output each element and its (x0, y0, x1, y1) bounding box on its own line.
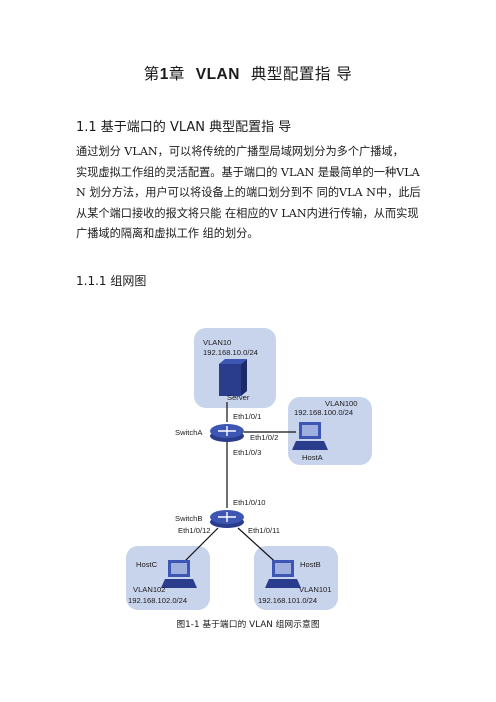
hostb-name-label: HostB (300, 560, 321, 569)
hostc-name-label: HostC (136, 560, 158, 569)
hosta-icon (292, 422, 328, 450)
switcha-port-2: Eth1/0/2 (250, 433, 278, 442)
vlan101-zone (254, 546, 338, 610)
switcha-port-1: Eth1/0/1 (233, 412, 261, 421)
chapter-rest: 典型配置指 导 (250, 65, 353, 83)
switchb-port-12: Eth1/0/12 (178, 526, 211, 535)
switchb-icon (210, 510, 244, 528)
paragraph-line: N 划分方法，用户可以将设备上的端口划分到不 同的VLA N中，此后 (76, 186, 421, 200)
figure-caption: 图1-1 基于端口的 VLAN 组网示意图 (176, 620, 320, 630)
server-name-label: Server (227, 393, 250, 402)
chapter-number: 1 (159, 66, 169, 83)
link-switchb-hostb (237, 527, 283, 569)
hostc-vlan-label: VLAN102 (133, 585, 166, 594)
chapter-title: 第1章 VLAN 典型配置指 导 (0, 62, 496, 84)
hostc-subnet-label: 192.168.102.0/24 (128, 596, 187, 605)
switchb-port-10: Eth1/0/10 (233, 498, 266, 507)
intro-paragraph: 通过划分 VLAN，可以将传统的广播型局域网划分为多个广播域， 实现虚拟工作组的… (76, 142, 428, 245)
switcha-icon (210, 424, 244, 442)
chapter-keyword: VLAN (195, 66, 240, 83)
server-vlan-label: VLAN10 (203, 338, 231, 347)
link-switchb-hostc (177, 527, 219, 569)
switcha-port-3: Eth1/0/3 (233, 448, 261, 457)
hosta-vlan-label: VLAN100 (325, 399, 358, 408)
hostc-icon (161, 560, 197, 588)
switcha-name-label: SwitchA (175, 428, 203, 437)
hosta-subnet-label: 192.168.100.0/24 (294, 408, 353, 417)
hostb-subnet-label: 192.168.101.0/24 (258, 596, 317, 605)
switchb-name-label: SwitchB (175, 514, 202, 523)
paragraph-line: 通过划分 VLAN，可以将传统的广播型局域网划分为多个广播域， (76, 145, 404, 158)
section-title: 1.1 基于端口的 VLAN 典型配置指 导 (76, 120, 292, 135)
chapter-prefix: 第 (143, 65, 160, 83)
paragraph-line: 从某个端口接收的报文将只能 在相应的V LAN内进行传输，从而实现 (76, 206, 419, 220)
paragraph-line: 实现虚拟工作组的灵活配置。基于端口的 VLAN 是最简单的一种VLA (76, 165, 420, 179)
vlan100-zone (288, 397, 372, 465)
paragraph-line: 广播域的隔离和虚拟工作 组的划分。 (76, 227, 259, 241)
server-icon (219, 359, 247, 396)
switchb-port-11: Eth1/0/11 (248, 526, 280, 535)
subsection-title: 1.1.1 组网图 (76, 274, 147, 288)
hostb-icon (265, 560, 301, 588)
chapter-suffix: 章 (168, 65, 185, 83)
hostb-vlan-label: VLAN101 (299, 585, 332, 594)
vlan102-zone (126, 546, 210, 610)
hosta-name-label: HostA (302, 453, 324, 462)
server-subnet-label: 192.168.10.0/24 (203, 348, 258, 357)
vlan10-zone (194, 328, 276, 408)
